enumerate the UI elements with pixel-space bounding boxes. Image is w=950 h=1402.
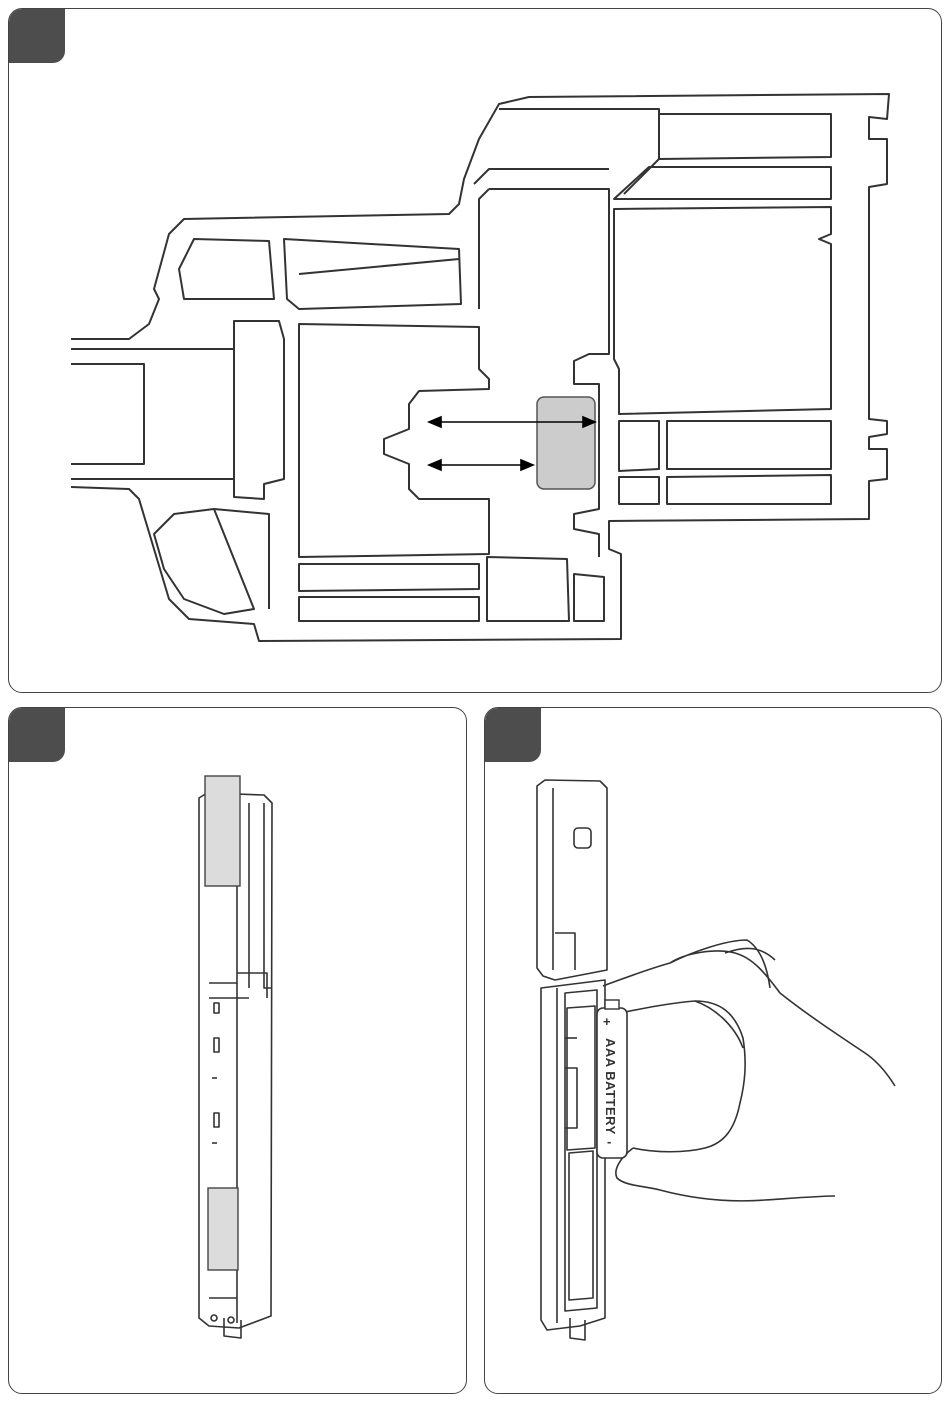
battery-plus-sign: + xyxy=(603,1014,611,1029)
adhesive-strip-bottom xyxy=(208,1188,238,1270)
sash-chamber-top-mid xyxy=(284,239,461,309)
step-1-panel xyxy=(8,8,942,693)
frame-chamber-mid-1 xyxy=(619,421,659,471)
sensor-housing-rear-view xyxy=(9,708,467,1394)
frame-chamber-top-1 xyxy=(659,114,831,159)
sash-chamber-bottom-4 xyxy=(574,574,604,621)
aaa-battery: + AAA BATTERY - xyxy=(597,1000,627,1158)
sash-chamber-bottom-2 xyxy=(299,597,479,621)
glass-pane xyxy=(71,349,234,479)
housing-cover xyxy=(537,780,607,980)
led-window xyxy=(574,828,591,848)
frame-chamber-mid-2 xyxy=(667,421,831,469)
sash-chamber-bottom-1 xyxy=(299,564,479,591)
adhesive-strip-top xyxy=(205,776,240,886)
sash-chamber-top-left xyxy=(179,239,274,299)
frame-chamber-mid-4 xyxy=(667,475,831,504)
step-2-panel xyxy=(8,707,467,1394)
frame-chamber-mid-3 xyxy=(619,477,659,504)
sash-main-chamber xyxy=(299,324,489,557)
battery-label: AAA BATTERY xyxy=(603,1038,618,1135)
window-profile-cross-section xyxy=(9,9,942,693)
battery-in-compartment xyxy=(569,1151,593,1300)
frame-main-chamber xyxy=(614,207,831,414)
hand xyxy=(603,940,895,1201)
step-3-panel: + AAA BATTERY - xyxy=(484,707,942,1394)
sensor-placement-zone xyxy=(537,397,595,489)
sash-chamber-bottom-3 xyxy=(487,557,569,621)
battery-minus-sign: - xyxy=(607,1134,612,1149)
glazing-bead xyxy=(234,321,284,499)
battery-insertion-illustration: + AAA BATTERY - xyxy=(485,708,942,1394)
